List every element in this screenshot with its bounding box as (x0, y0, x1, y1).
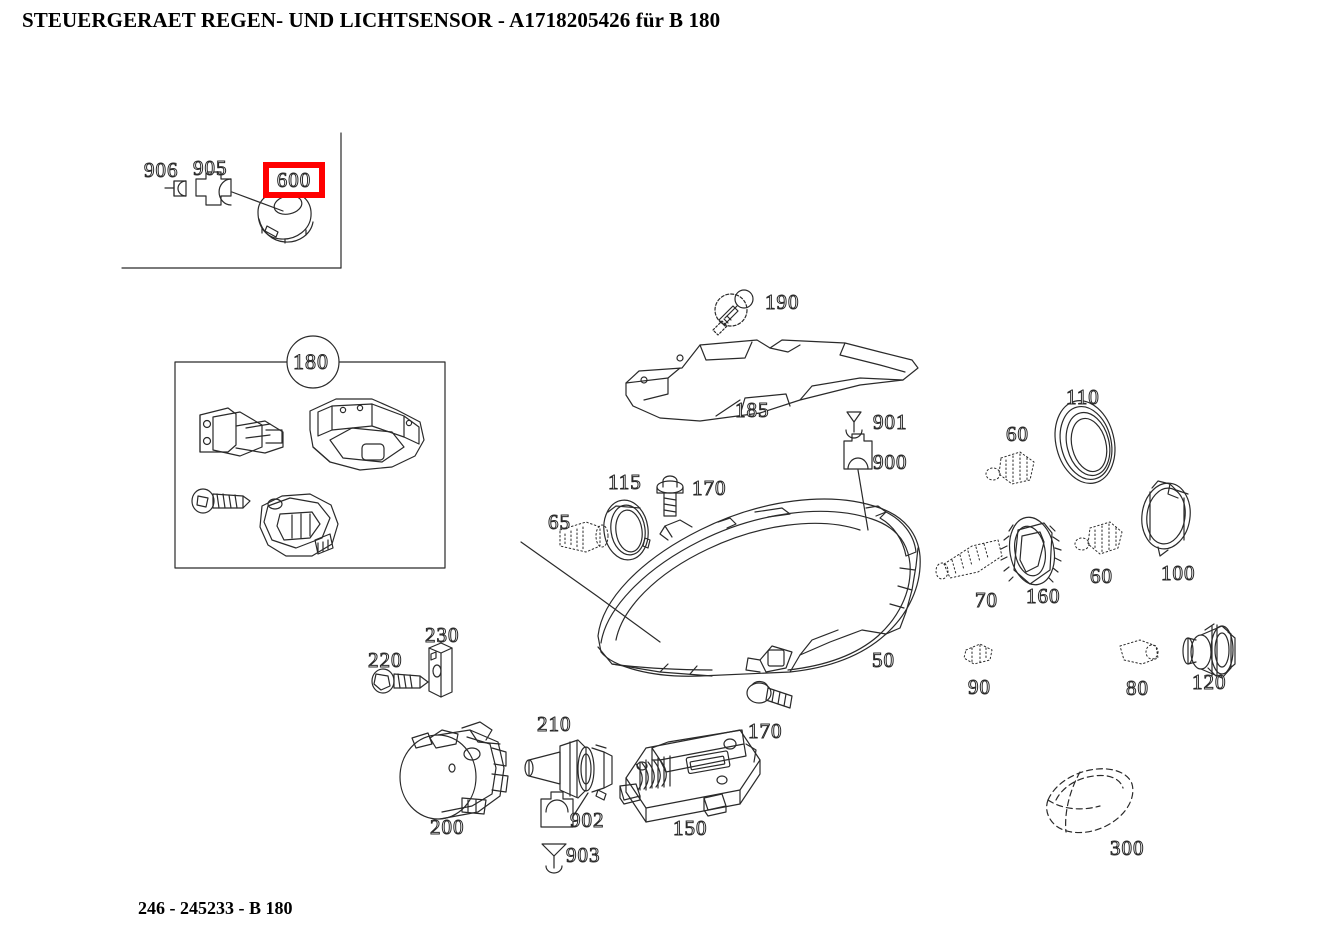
connector-903-icon (541, 843, 567, 874)
callout-50: 50 (872, 648, 895, 672)
callout-230: 230 (425, 623, 460, 647)
part-210-bulb-socket (524, 739, 613, 801)
part-190-icon (712, 289, 754, 336)
part-115-ring (603, 499, 651, 561)
connector-905-icon (195, 171, 232, 206)
part-90-clip (963, 643, 993, 665)
callout-80: 80 (1126, 676, 1149, 700)
part-60b-bulb (1074, 521, 1123, 555)
sensor-inset-frame (121, 132, 342, 269)
callout-70: 70 (975, 588, 998, 612)
callout-905: 905 (193, 156, 228, 180)
callout-170-upper: 170 (692, 476, 727, 500)
sensor-module-600-icon (257, 190, 314, 244)
callout-901: 901 (873, 410, 908, 434)
callout-170-lower: 170 (748, 719, 783, 743)
part-200-fog-lamp (399, 721, 509, 820)
badge-180-circle (286, 335, 340, 389)
callout-902: 902 (570, 808, 605, 832)
part-100-clamp-ring (1141, 480, 1191, 557)
part-170-bolt-lower (746, 680, 793, 709)
part-300-cover (1046, 768, 1134, 834)
part-80-grommet (1119, 639, 1159, 665)
callout-65: 65 (548, 510, 571, 534)
connector-902-icon (540, 791, 574, 828)
bracket-lower-part (259, 493, 339, 557)
part-70-bulb (935, 539, 1003, 580)
page-footer: 246 - 245233 - B 180 (138, 898, 293, 918)
leader-900-to-headlamp (857, 469, 869, 531)
callout-115: 115 (608, 470, 642, 494)
callout-190: 190 (765, 290, 800, 314)
callout-150: 150 (673, 816, 708, 840)
part-230-clip (428, 642, 453, 698)
part-150-control-unit (619, 729, 761, 823)
callout-600: 600 (276, 167, 312, 192)
part-160-gear-wheel (1000, 516, 1062, 586)
callout-220: 220 (368, 648, 403, 672)
part-65-bulb (559, 521, 609, 553)
part-220-screw (371, 668, 429, 694)
callout-120: 120 (1192, 670, 1227, 694)
badge-180: 180 (293, 349, 329, 374)
callout-200: 200 (430, 815, 465, 839)
callout-900: 900 (873, 450, 908, 474)
callout-90: 90 (968, 675, 991, 699)
part-110-seal-ring (1054, 400, 1116, 484)
connector-906-icon (164, 180, 187, 197)
leader-to-headlamp-assembly (520, 541, 661, 643)
callout-160: 160 (1026, 584, 1061, 608)
callout-185: 185 (735, 398, 770, 422)
bracket-left-part (199, 407, 284, 457)
part-60a-bulb (985, 451, 1035, 485)
callout-60-lower: 60 (1090, 564, 1113, 588)
bracket-center-part (309, 398, 425, 471)
part-185-trim-panel (625, 339, 919, 422)
callout-60-upper: 60 (1006, 422, 1029, 446)
callout-110: 110 (1066, 385, 1100, 409)
screw-part (191, 488, 251, 514)
page-title: STEUERGERAET REGEN- UND LICHTSENSOR - A1… (22, 8, 721, 32)
highlight-inner: 600 (269, 168, 319, 192)
highlight-box-600[interactable]: 600 (263, 162, 325, 198)
part-120-actuator (1182, 623, 1236, 679)
callout-100: 100 (1161, 561, 1196, 585)
connector-900-icon (843, 433, 873, 470)
part-170-bolt-upper (656, 475, 684, 517)
callout-300: 300 (1110, 836, 1145, 860)
part-50-headlamp-assembly (597, 498, 921, 677)
connector-901-icon (845, 411, 863, 439)
callout-903: 903 (566, 843, 601, 867)
leader-210-to-902 (571, 792, 589, 819)
callout-210: 210 (537, 712, 572, 736)
callout-906: 906 (144, 158, 179, 182)
